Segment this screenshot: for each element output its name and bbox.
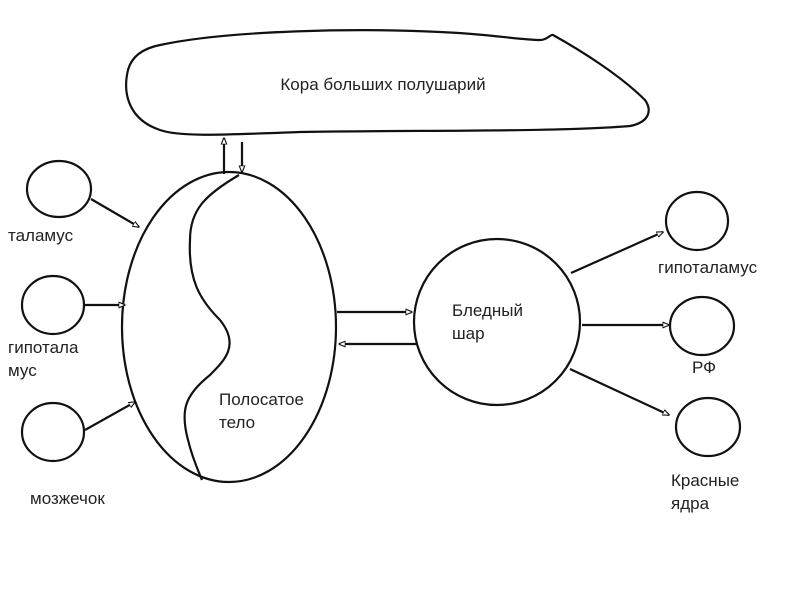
cerebellum-label: мозжечок [30,489,105,508]
edge-globus-pallidus-to-red-nuclei [569,368,669,416]
hypothalamus-left-label-line2: мус [8,361,37,380]
striatum-label-line2: тело [219,413,255,432]
globus-pallidus-label-line1: Бледный [452,301,523,320]
thalamus-node [25,159,93,219]
edge-globus-pallidus-to-hypothalamus-right [570,230,663,275]
striatum-label-line1: Полосатое [219,390,304,409]
cerebellum-node [20,401,86,463]
hypothalamus-left-node [20,274,86,336]
edge-cerebellum-to-striatum [84,402,135,431]
reticular-formation-label: РФ [692,358,716,377]
thalamus-label: таламус [8,226,74,245]
red-nuclei-label-line2: ядра [671,494,710,513]
striatum-inner-curve [183,174,240,481]
globus-pallidus-label-line2: шар [452,324,485,343]
edge-thalamus-to-striatum [90,198,139,227]
hypothalamus-right-label: гипоталамус [658,258,758,277]
reticular-formation-node [668,295,736,357]
red-nuclei-label-line1: Красные [671,471,739,490]
globus-pallidus-shape [412,237,582,407]
cortex-shape [125,29,650,136]
cortex-label: Кора больших полушарий [280,75,485,94]
hypothalamus-left-label-line1: гипотала [8,338,79,357]
hypothalamus-right-node [664,190,730,252]
striatum-shape [120,170,338,484]
red-nuclei-node [674,396,742,458]
